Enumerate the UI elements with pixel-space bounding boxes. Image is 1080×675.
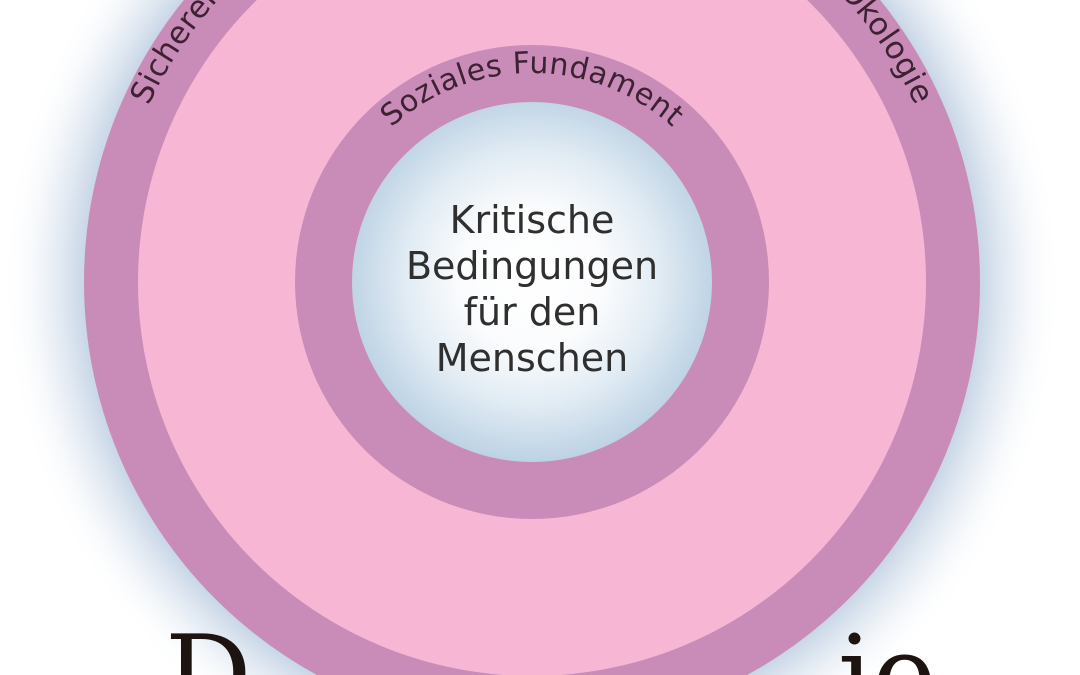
bottom-title: D ie	[165, 613, 936, 675]
bottom-title-left-fragment: D	[165, 613, 252, 675]
core-text-line-3: für den	[464, 290, 601, 334]
core-text-group: Kritische Bedingungen für den Menschen	[406, 198, 658, 380]
bottom-title-right-fragment: ie	[838, 613, 936, 675]
core-text-line-1: Kritische	[450, 198, 615, 242]
core-hub[interactable]	[352, 102, 712, 462]
core-text-line-2: Bedingungen	[406, 244, 658, 288]
core-text-line-4: Menschen	[436, 336, 629, 380]
